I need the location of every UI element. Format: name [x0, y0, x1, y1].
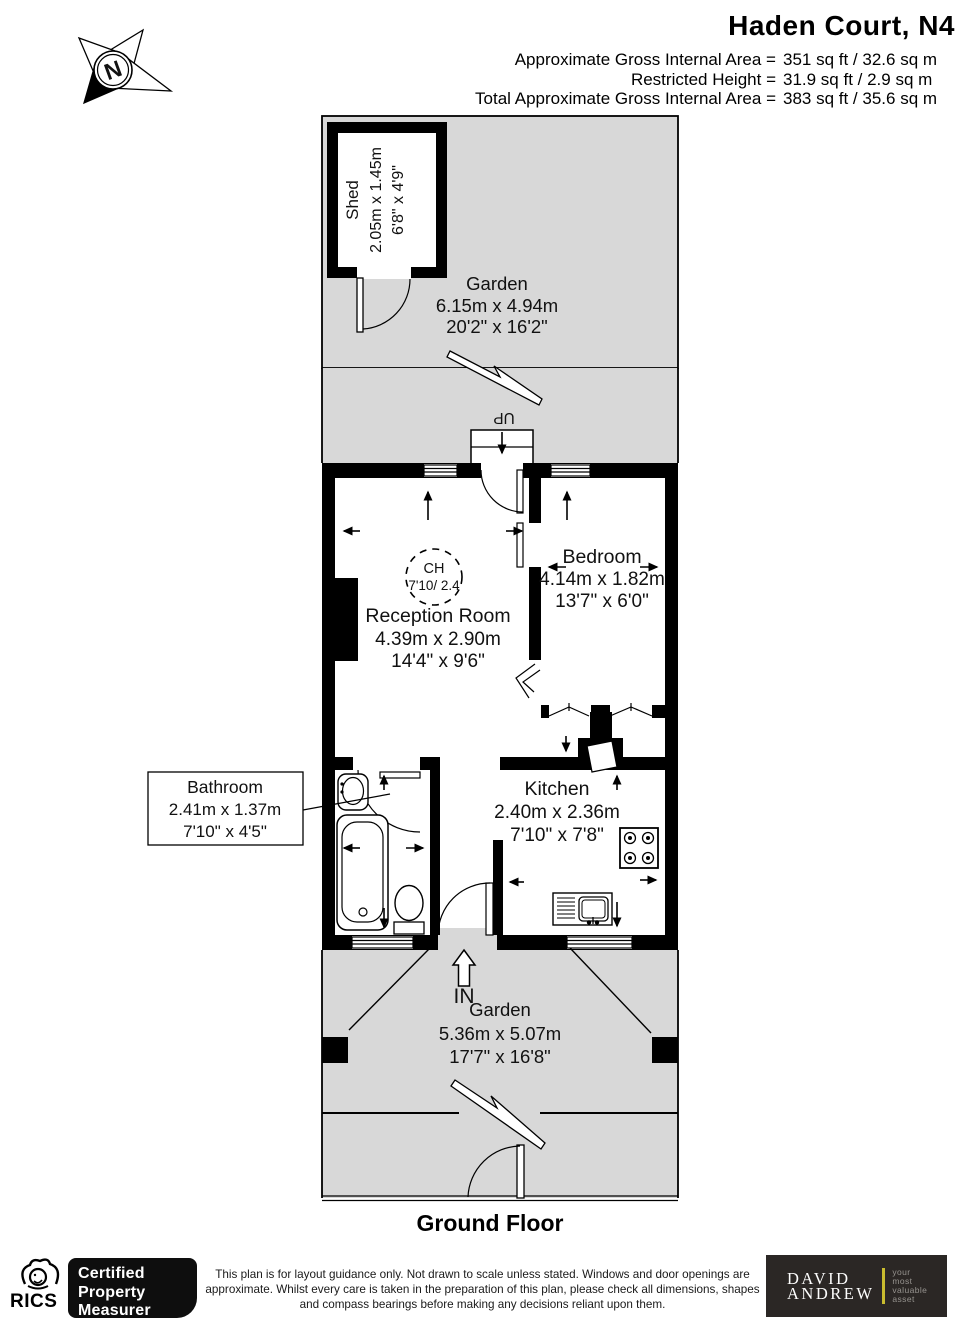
- ch-value: 7'10/ 2.4: [408, 578, 460, 593]
- kitchen-label: Kitchen: [524, 778, 589, 800]
- rics-logo-text: RICS: [10, 1291, 58, 1312]
- agency-name-line: DAVID: [787, 1269, 851, 1288]
- reception-label: Reception Room: [365, 605, 510, 627]
- wall-opening-marks: [515, 663, 653, 717]
- shed-label: Shed: [343, 180, 362, 220]
- measure-arrows: [342, 490, 659, 929]
- shed-door-opening: [357, 266, 411, 279]
- garden-top-dim-imperial: 20'2" x 16'2": [446, 316, 547, 337]
- garden-bottom-dim-metric: 5.36m x 5.07m: [439, 1023, 561, 1044]
- shed-door-arc: [362, 278, 411, 330]
- staircase: UP: [470, 409, 534, 465]
- bathroom-callout: Bathroom 2.41m x 1.37m 7'10" x 4'5": [147, 771, 391, 846]
- compass-icon: N: [77, 28, 174, 105]
- up-label: UP: [493, 409, 515, 426]
- badge-line: Measurer: [78, 1302, 151, 1319]
- agency-name-line: ANDREW: [787, 1284, 875, 1303]
- area-label: Restricted Height =: [630, 69, 776, 89]
- front-door-opening: [438, 928, 497, 950]
- certified-property-measurer-badge: Certified Property Measurer: [68, 1258, 197, 1319]
- window: [423, 464, 458, 477]
- bedroom-dim-metric: 4.14m x 1.82m: [539, 569, 665, 590]
- doors: [357, 469, 618, 936]
- building: CH 7'10/ 2.4 Reception Room 4.39m x 2.90…: [322, 463, 678, 950]
- floor-caption: Ground Floor: [416, 1210, 564, 1236]
- shed: Shed 2.05m x 1.45m 6'8" x 4'9": [327, 122, 447, 333]
- front-door-leaf: [485, 882, 494, 936]
- shed-door-leaf: [356, 277, 364, 333]
- bathroom-label: Bathroom: [187, 777, 263, 797]
- window: [351, 936, 414, 949]
- kitchen-dim-metric: 2.40m x 2.36m: [494, 802, 620, 823]
- disclaimer-text: This plan is for layout guidance only. N…: [205, 1268, 760, 1311]
- kitchen-fixtures: [552, 827, 659, 926]
- rics-lion-icon: [21, 1258, 60, 1290]
- entrance-door-opening: [481, 463, 523, 478]
- area-row: Approximate Gross Internal Area = 351 sq…: [235, 50, 955, 70]
- bathroom-door-leaf: [379, 771, 421, 779]
- gate-arc: [467, 1145, 521, 1198]
- break-line: [450, 1079, 546, 1150]
- entrance-door-leaf: [516, 469, 524, 514]
- agency-divider-bar: [882, 1268, 886, 1304]
- header: Haden Court, N4 Approximate Gross Intern…: [235, 10, 955, 109]
- window: [566, 936, 633, 949]
- break-line: [446, 350, 543, 406]
- windows: [351, 464, 633, 949]
- area-label: Approximate Gross Internal Area =: [514, 50, 776, 69]
- shed-dim-imperial: 6'8" x 4'9": [390, 165, 407, 235]
- gate-leaf: [516, 1144, 525, 1199]
- garden-top-label: Garden: [466, 273, 528, 294]
- bedroom-door-leaf: [516, 522, 524, 568]
- front-door-arc: [437, 882, 491, 936]
- bedroom-dim-imperial: 13'7" x 6'0": [555, 591, 649, 612]
- toilet: [394, 884, 424, 922]
- bathroom-dim-imperial: 7'10" x 4'5": [183, 822, 267, 841]
- garden-top: Shed 2.05m x 1.45m 6'8" x 4'9" Garden 6.…: [321, 115, 679, 463]
- area-row: Restricted Height = 31.9 sq ft / 2.9 sq …: [235, 70, 955, 90]
- agency-name: DAVID ANDREW: [787, 1269, 875, 1303]
- bedroom-label: Bedroom: [562, 546, 641, 568]
- ch-label: CH: [424, 561, 445, 577]
- area-value: 351 sq ft / 32.6 sq m: [783, 50, 938, 69]
- agency-logo: DAVID ANDREW your most valuable asset: [766, 1255, 947, 1317]
- kitchen-dim-imperial: 7'10" x 7'8": [510, 825, 604, 846]
- area-label: Total Approximate Gross Internal Area =: [475, 89, 776, 108]
- entrance-arrow-icon: [451, 948, 477, 987]
- garden-bottom-label: Garden: [469, 999, 531, 1020]
- area-value: 31.9 sq ft / 2.9 sq m: [783, 69, 933, 89]
- garden-pillar: [652, 1037, 678, 1063]
- entrance-door-arc: [480, 469, 524, 513]
- area-row: Total Approximate Gross Internal Area = …: [235, 89, 955, 109]
- garden-bottom: IN Garden 5.36m x 5.07m 17'7" x 16'8": [321, 947, 679, 1202]
- garden-bottom-dim-imperial: 17'7" x 16'8": [449, 1046, 550, 1067]
- bathroom-dim-metric: 2.41m x 1.37m: [169, 800, 281, 819]
- ceiling-height-marker: CH 7'10/ 2.4: [405, 548, 463, 606]
- reception-dim-metric: 4.39m x 2.90m: [375, 629, 501, 650]
- agency-tagline: your most valuable asset: [892, 1267, 928, 1304]
- badge-line: Certified: [78, 1265, 145, 1282]
- badge-line: Property: [78, 1283, 146, 1301]
- reception-dim-imperial: 14'4" x 9'6": [391, 651, 485, 672]
- in-label: IN: [454, 985, 475, 1008]
- area-value: 383 sq ft / 35.6 sq m: [783, 89, 938, 108]
- shed-dim-metric: 2.05m x 1.45m: [368, 147, 385, 253]
- cupboard-door-leaf: [586, 740, 618, 773]
- garden-top-dim-metric: 6.15m x 4.94m: [436, 295, 558, 316]
- page-title: Haden Court, N4: [728, 10, 955, 41]
- chimney-breast: [335, 578, 358, 661]
- garden-pillar: [322, 1037, 348, 1063]
- window: [550, 464, 591, 477]
